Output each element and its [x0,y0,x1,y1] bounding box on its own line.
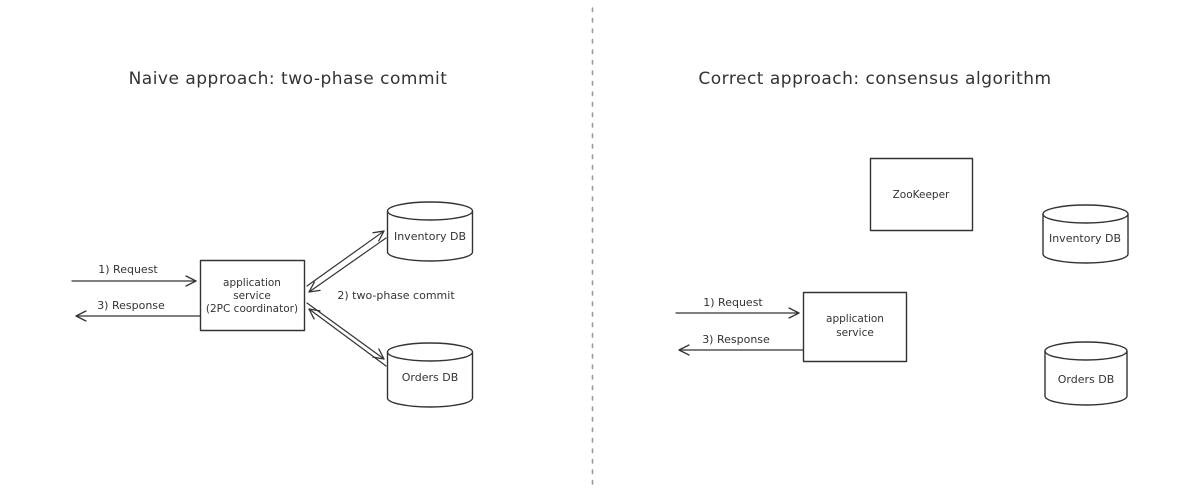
right-app-service-line1: application [826,313,884,325]
left-app-service-box: application service (2PC coordinator) [199,259,306,332]
right-inventory-db-label: Inventory DB [1049,232,1121,245]
left-app-service-line3: (2PC coordinator) [206,303,298,315]
right-inventory-db-cylinder: Inventory DB [1042,204,1129,264]
left-inventory-db-cylinder: Inventory DB [386,201,474,262]
right-title: Correct approach: consensus algorithm [698,69,1051,89]
left-inventory-db-label: Inventory DB [394,230,466,243]
left-title: Naive approach: two-phase commit [129,69,448,89]
right-app-service-line2: service [836,327,874,339]
left-two-phase-arrows-orders [306,302,387,367]
left-two-phase-arrows-inventory [306,230,387,293]
left-orders-db-cylinder: Orders DB [386,342,474,408]
zookeeper-label: ZooKeeper [893,189,950,201]
left-orders-db-label: Orders DB [402,371,459,384]
left-request-label: 1) Request [98,263,158,276]
left-app-service-line1: application [223,277,281,289]
right-orders-db-label: Orders DB [1058,373,1115,386]
left-response-label: 3) Response [97,299,165,312]
right-app-service-box: application service [802,291,908,363]
right-panel: Correct approach: consensus algorithm Zo… [675,69,1129,406]
zookeeper-box: ZooKeeper [869,157,974,232]
left-panel: Naive approach: two-phase commit 1) Requ… [71,69,474,408]
right-orders-db-cylinder: Orders DB [1044,341,1128,406]
two-phase-commit-label: 2) two-phase commit [337,289,455,302]
left-app-service-line2: service [233,290,271,302]
right-response-label: 3) Response [702,333,770,346]
right-request-label: 1) Request [703,296,763,309]
